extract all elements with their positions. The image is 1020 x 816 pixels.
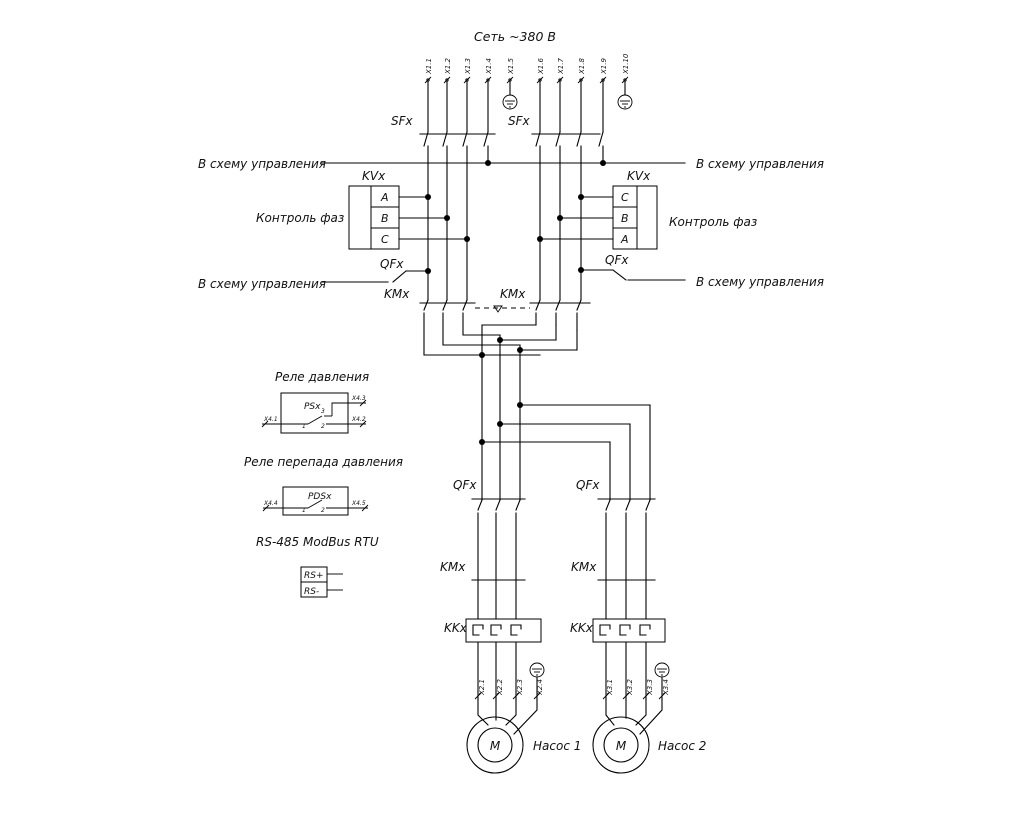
rs485-terminals: RS+ RS-	[300, 566, 343, 598]
pr-term-x4-1: X4.1	[263, 416, 278, 423]
phase-control-relay-left: A B C	[348, 185, 470, 250]
pr-pin-3: 3	[321, 408, 325, 415]
km-mid-label: KMx	[500, 287, 526, 301]
pump1-branch	[471, 498, 538, 701]
terminal-x1-6: X1.6	[537, 58, 545, 75]
kk-pump1-label: KKx	[444, 621, 468, 635]
phase-cell-c-right: C	[621, 191, 629, 204]
ground-icon	[529, 662, 545, 678]
sf-right-label: SFx	[508, 114, 531, 128]
qf-control-left	[321, 270, 429, 283]
terminal-x3-3: X3.3	[646, 679, 654, 696]
km-pump1-label: KMx	[440, 560, 466, 574]
diff-relay-device: PDSx	[308, 492, 332, 502]
diff-pressure-relay: PDSx X4.4 X4.5 1 2	[262, 486, 369, 516]
terminal-x2-2: X2.2	[496, 679, 504, 696]
terminal-x1-2: X1.2	[444, 58, 452, 75]
terminal-x1-5: X1.5	[507, 58, 515, 75]
terminal-x1-4: X1.4	[485, 58, 493, 75]
sf-left-label: SFx	[391, 114, 414, 128]
pr-term-x4-2: X4.2	[351, 416, 366, 423]
phase-cell-a: A	[380, 191, 389, 204]
kv-right-label: KVx	[627, 169, 651, 183]
phase-cell-b-right: B	[621, 212, 629, 225]
terminal-x1-9: X1.9	[600, 58, 608, 75]
terminal-x3-4: X3.4	[662, 679, 670, 696]
qf-control-right	[580, 269, 686, 281]
network-title: Сеть ~380 В	[474, 29, 556, 44]
overload-relay-pump2	[592, 618, 666, 643]
kk-pump2-label: KKx	[570, 621, 594, 635]
phase-control-label-right: Контроль фаз	[669, 215, 757, 229]
qf-pump2-label: QFx	[576, 478, 600, 492]
to-control-label-1: В схему управления	[198, 157, 326, 171]
sf-breaker-right	[531, 131, 604, 301]
overload-relay-pump1	[465, 618, 542, 643]
pump2-feeders	[481, 404, 651, 501]
diff-relay-title: Реле перепада давления	[244, 455, 403, 469]
pr-pin-1: 1	[302, 423, 306, 430]
sf-breaker-left	[419, 131, 496, 301]
pump2-branch	[597, 498, 663, 701]
dr-term-x4-5: X4.5	[351, 500, 366, 507]
km-pump2-label: KMx	[571, 560, 597, 574]
dr-pin-1: 1	[302, 507, 306, 514]
pr-pin-2: 2	[321, 423, 325, 430]
terminal-x1-7: X1.7	[557, 58, 565, 75]
to-control-label-4: В схему управления	[696, 275, 824, 289]
pump1-name: Насос 1	[533, 739, 581, 753]
terminal-x2-3: X2.3	[516, 679, 524, 696]
phase-cell-c: C	[381, 233, 389, 246]
rs-plus-label: RS+	[304, 571, 324, 581]
to-control-label-3: В схему управления	[198, 277, 326, 291]
km-left-label: KMx	[384, 287, 410, 301]
kv-left-label: KVx	[362, 169, 386, 183]
ground-icon	[617, 94, 633, 110]
ground-icon	[654, 662, 670, 678]
pressure-relay-device: PSx	[304, 402, 321, 412]
phase-control-label-left: Контроль фаз	[256, 211, 344, 225]
qf-pump1-label: QFx	[453, 478, 477, 492]
terminal-x2-4: X2.4	[536, 679, 544, 696]
ats-contactors	[419, 299, 591, 501]
pump2-name: Насос 2	[658, 739, 706, 753]
terminal-x1-10: X1.10	[622, 53, 630, 75]
motor-pump1: M	[466, 716, 524, 774]
ground-icon	[502, 94, 518, 110]
pressure-relay: PSx X4.1 X4.3 X4.2 1 3 2	[261, 392, 367, 434]
terminal-x3-1: X3.1	[606, 679, 614, 696]
rs-minus-label: RS-	[304, 587, 319, 597]
motor-pump2: M	[592, 716, 650, 774]
terminal-x1-1: X1.1	[425, 58, 433, 75]
phase-cell-b: B	[381, 212, 389, 225]
terminal-x1-8: X1.8	[578, 58, 586, 75]
motor-label-1: M	[490, 739, 501, 753]
to-control-label-2: В схему управления	[696, 157, 824, 171]
dr-term-x4-4: X4.4	[263, 500, 278, 507]
qf-right-label: QFx	[605, 253, 629, 267]
qf-left-label: QFx	[380, 257, 404, 271]
motor-label-2: M	[616, 739, 627, 753]
terminal-x2-1: X2.1	[478, 679, 486, 696]
top-terminal-strip: X1.1 X1.2 X1.3 X1.4 X1.5 X1.6 X1.7 X1.8 …	[424, 53, 633, 133]
pressure-relay-title: Реле давления	[275, 370, 369, 384]
phase-cell-a-right: A	[620, 233, 629, 246]
pr-term-x4-3: X4.3	[351, 395, 366, 402]
dr-pin-2: 2	[321, 507, 325, 514]
terminal-x1-3: X1.3	[464, 58, 472, 75]
phase-control-relay-right: C B A	[537, 185, 658, 250]
terminal-x3-2: X3.2	[626, 679, 634, 696]
rs485-title: RS-485 ModBus RTU	[256, 535, 379, 549]
